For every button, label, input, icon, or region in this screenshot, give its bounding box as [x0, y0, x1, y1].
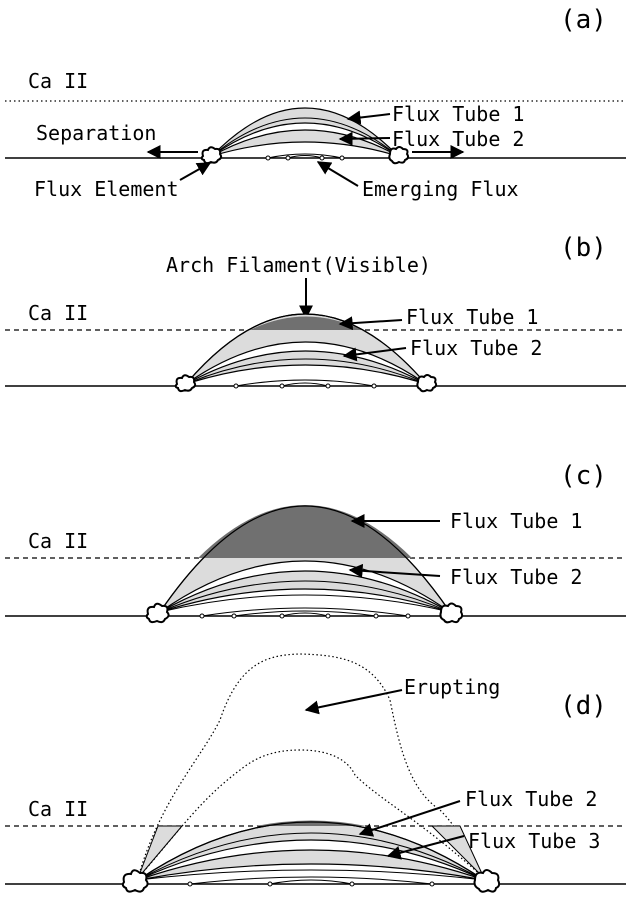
- panel-b-emerging-dot: [233, 383, 239, 389]
- panel-d-erupting-arrow: [304, 689, 403, 715]
- panel-c-emerging-dot: [373, 613, 379, 619]
- panel-a: (a) Ca II Separation Flux Tube 1 Flux Tu…: [5, 5, 626, 201]
- panel-d-flux-element-left: [121, 869, 149, 893]
- panel-d-emerging-dot: [349, 881, 355, 887]
- panel-b-label: (b): [560, 233, 607, 263]
- panel-b-flux-tube-1-edge: [185, 313, 427, 385]
- panel-a-emerging-flux-label: Emerging Flux: [362, 177, 519, 201]
- panel-a-ca-label: Ca II: [28, 69, 88, 93]
- panel-c-emerging-loop-inner: [281, 612, 329, 617]
- panel-d-flux-element-right: [473, 869, 501, 893]
- panel-c-flux-element-right: [439, 602, 464, 624]
- panel-c-label: (c): [560, 461, 607, 491]
- panel-a-emerging-dot: [319, 155, 325, 161]
- panel-c-emerging-dot: [279, 613, 285, 619]
- panel-b-flux-element-left: [174, 374, 197, 393]
- panel-a-emerging-flux-arrow: [316, 161, 359, 187]
- panel-a-emerging-dot: [285, 155, 291, 161]
- panel-d-emerging-dot: [267, 881, 273, 887]
- panel-d-flux-tube-2-edge: [137, 821, 485, 881]
- panel-d-emerging-loop-outer: [189, 876, 433, 885]
- panel-c-emerging-loop-outer: [201, 607, 409, 617]
- panel-b-emerging-loop-outer: [235, 379, 375, 387]
- panel-b-field-line: [185, 358, 427, 385]
- panel-b-arch-filament: [250, 316, 362, 330]
- panel-a-flux-tube-1-arrow: [346, 110, 391, 125]
- panel-c-emerging-dot: [199, 613, 205, 619]
- panel-d-emerging-dot: [429, 881, 435, 887]
- panel-a-emerging-loop-outer: [267, 153, 343, 159]
- panel-a-separation-label: Separation: [36, 121, 156, 145]
- panel-d-flux-tube-2-arrow: [358, 800, 461, 837]
- panel-c-emerging-dot: [325, 613, 331, 619]
- panel-d-flux-tube-3-label: Flux Tube 3: [468, 829, 600, 853]
- panel-a-flux-tube-2-arrow: [338, 131, 391, 146]
- panel-a-flux-tube-1-label: Flux Tube 1: [392, 102, 524, 126]
- panel-b-flux-tube-2-arrow: [342, 347, 407, 362]
- panel-c-field-line: [159, 580, 451, 613]
- panel-c-flux-tube-1-edge: [159, 505, 451, 613]
- panel-c-emerging-loop-mid: [233, 610, 377, 617]
- panel-a-flux-element-label: Flux Element: [34, 177, 179, 201]
- panel-c-emerging-dot: [405, 613, 411, 619]
- panel-b-emerging-loop-inner: [281, 382, 329, 387]
- panel-d-flux-tube-2-label: Flux Tube 2: [465, 787, 597, 811]
- panel-c-flux-tube-1-dark: [198, 505, 412, 558]
- panel-d-ca-label: Ca II: [28, 797, 88, 821]
- panel-b-emerging-dot: [325, 383, 331, 389]
- panel-a-emerging-dot: [339, 155, 345, 161]
- panel-b-emerging-dot: [371, 383, 377, 389]
- panel-c-emerging-dot: [231, 613, 237, 619]
- panel-c-flux-element-left: [145, 602, 170, 624]
- panel-c-flux-tube-1-label: Flux Tube 1: [450, 509, 582, 533]
- panel-a-flux-element-right: [388, 146, 410, 165]
- panel-b-ca-label: Ca II: [28, 301, 88, 325]
- panel-d-erupting-inner: [137, 749, 485, 879]
- panel-d-field-line: [137, 869, 485, 881]
- panel-a-field-line: [211, 117, 399, 157]
- panel-b-flux-tube-1-label: Flux Tube 1: [406, 305, 538, 329]
- panel-d-erupting-label: Erupting: [404, 675, 500, 699]
- panel-c: (c) Ca II Flux Tube 1 Flux Tube 2: [5, 461, 626, 624]
- panel-c-flux-tube-2-label: Flux Tube 2: [450, 565, 582, 589]
- panel-d-remnant-left: [137, 825, 184, 879]
- panel-c-field-line: [159, 594, 451, 613]
- panel-d-remnant-right: [430, 825, 485, 879]
- panel-a-label: (a): [560, 5, 607, 35]
- panel-a-emerging-dot: [265, 155, 271, 161]
- panel-a-flux-element-left: [200, 146, 223, 165]
- panel-b-flux-tube-2-label: Flux Tube 2: [410, 336, 542, 360]
- panel-a-flux-element-arrow: [179, 162, 212, 181]
- panel-b-flux-element-right: [416, 374, 438, 393]
- panel-b-flux-tube-1-arrow: [338, 316, 403, 331]
- panel-d-flux-tube-2-dark: [256, 820, 366, 826]
- panel-b: (b) Arch Filament(Visible) Ca II Flux Tu…: [5, 233, 626, 393]
- panel-d-emerging-dot: [187, 881, 193, 887]
- panel-d: (d) Ca II Erupting Flux Tube 2 Flux Tube…: [5, 653, 626, 893]
- panel-a-emerging-loop-inner: [287, 155, 323, 159]
- panel-b-emerging-dot: [279, 383, 285, 389]
- panel-d-label: (d): [560, 691, 607, 721]
- panel-a-flux-tube-2-label: Flux Tube 2: [392, 127, 524, 151]
- panel-c-flux-tube-2-arrow: [348, 563, 441, 578]
- panel-d-emerging-loop-inner: [269, 879, 353, 885]
- panel-c-ca-label: Ca II: [28, 529, 88, 553]
- panel-d-flux-tube-3-arrow: [386, 835, 465, 860]
- panel-d-field-line: [137, 832, 485, 881]
- panel-b-arch-filament-label: Arch Filament(Visible): [166, 253, 431, 277]
